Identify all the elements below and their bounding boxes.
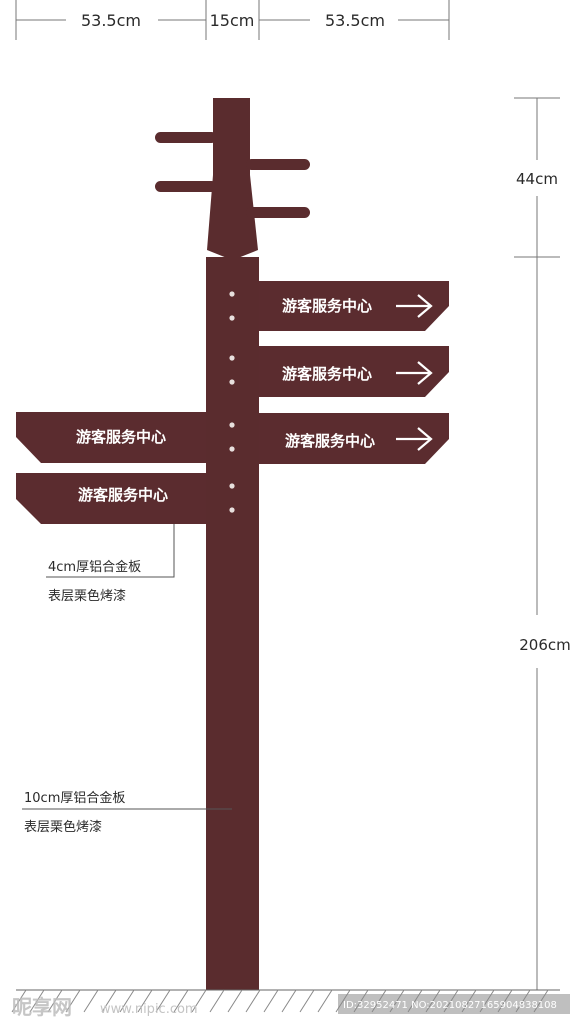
- dim-width-left: 53.5cm: [81, 11, 141, 30]
- watermark-logo: 昵享网: [12, 995, 72, 1019]
- sign-left-1: 游客服务中心: [16, 412, 206, 463]
- pole-dot: [229, 446, 235, 452]
- hatch-mark: [281, 989, 297, 1013]
- sign-left-label: 游客服务中心: [78, 486, 168, 504]
- hatch-mark: [137, 989, 153, 1013]
- sign-right-2: 游客服务中心: [259, 346, 449, 397]
- pole-dot: [229, 422, 235, 428]
- sign-right-1: 游客服务中心: [259, 281, 449, 331]
- top-dimension: [15, 0, 450, 40]
- sign-right-label: 游客服务中心: [282, 365, 372, 383]
- hatch-mark: [299, 989, 315, 1013]
- head-peg-left-top: [155, 132, 217, 143]
- hatch-mark: [155, 989, 171, 1013]
- right-dimension: [514, 97, 560, 991]
- head-peg-right-top: [246, 159, 310, 170]
- head-peg-left-bottom: [155, 181, 217, 192]
- watermark: 昵享网 www.nipic.com ID:32952471 NO:2021082…: [12, 994, 570, 1019]
- pole-body: [206, 257, 259, 990]
- dim-width-pole: 15cm: [210, 11, 255, 30]
- hatch-mark: [227, 989, 243, 1013]
- arrow-right-icon: [396, 427, 433, 451]
- pole-dot: [229, 315, 235, 321]
- sign-left-plate: [16, 473, 206, 524]
- sign-right-3: 游客服务中心: [259, 413, 449, 464]
- hatch-mark: [317, 989, 333, 1013]
- annotation-sign-line2: 表层栗色烤漆: [48, 588, 126, 604]
- sign-right-plate: [259, 413, 449, 464]
- hatch-mark: [65, 989, 81, 1013]
- pole-dot: [229, 355, 235, 361]
- dim-height-top: 44cm: [516, 170, 558, 188]
- hatch-mark: [11, 989, 27, 1013]
- watermark-id: ID:32952471 NO:20210827165904838108: [343, 1000, 557, 1011]
- pole-head: [155, 98, 310, 258]
- sign-left-2: 游客服务中心: [16, 473, 206, 524]
- arrow-right-icon: [396, 294, 433, 318]
- dim-height-pole: 206cm: [519, 636, 571, 654]
- annotation-pole-line1: 10cm厚铝合金板: [24, 790, 125, 806]
- arrow-right-icon: [396, 361, 433, 385]
- sign-right-plate: [259, 281, 449, 331]
- hatch-mark: [47, 989, 63, 1013]
- watermark-site: www.nipic.com: [100, 1002, 198, 1017]
- hatch-mark: [209, 989, 225, 1013]
- dim-width-right: 53.5cm: [325, 11, 385, 30]
- hatch-mark: [83, 989, 99, 1013]
- sign-right-label: 游客服务中心: [285, 432, 375, 450]
- pole-head-body: [207, 98, 258, 258]
- pole-dots: [229, 291, 235, 513]
- sign-right-plate: [259, 346, 449, 397]
- sign-left-label: 游客服务中心: [76, 428, 166, 446]
- pole-dot: [229, 379, 235, 385]
- sign-left-plate: [16, 412, 206, 463]
- annotation-sign-line1: 4cm厚铝合金板: [48, 559, 141, 575]
- pole-dot: [229, 291, 235, 297]
- annotation-leader-sign: [46, 524, 175, 578]
- pole-dot: [229, 507, 235, 513]
- hatch-mark: [245, 989, 261, 1013]
- hatch-mark: [29, 989, 45, 1013]
- annotation-pole-line2: 表层栗色烤漆: [24, 819, 102, 835]
- hatch-mark: [101, 989, 117, 1013]
- pole-dot: [229, 483, 235, 489]
- hatch-mark: [191, 989, 207, 1013]
- sign-right-label: 游客服务中心: [282, 297, 372, 315]
- hatch-mark: [263, 989, 279, 1013]
- watermark-id-bg: [338, 994, 570, 1014]
- hatch-mark: [173, 989, 189, 1013]
- head-peg-right-bottom: [246, 207, 310, 218]
- hatch-mark: [119, 989, 135, 1013]
